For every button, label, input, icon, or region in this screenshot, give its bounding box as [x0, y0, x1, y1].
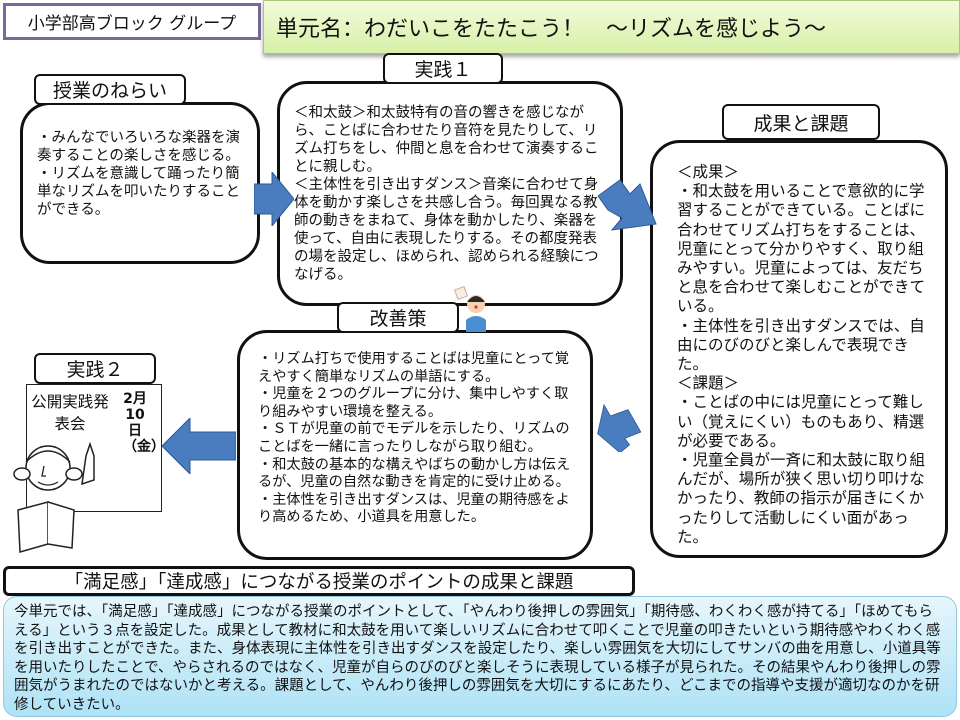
results-line: ＜成果＞	[677, 163, 740, 181]
teacher-illustration-icon	[13, 441, 95, 553]
summary-box: 今単元では、「満足感」「達成感」につながる授業のポイントとして、「やんわり後押し…	[3, 596, 957, 717]
results-line: ・児童全員が一斉に和太鼓に取り組んだが、場所が狭く思い切り叩けなかったり、教師の…	[677, 451, 926, 546]
results-line: ＜課題＞	[677, 374, 740, 393]
improvements-tag: 改善策	[337, 302, 459, 333]
arrow-right-icon	[254, 172, 294, 226]
group-label: 小学部高ブロック グループ	[3, 3, 261, 40]
child-illustration-icon	[454, 286, 486, 332]
summary-text: 今単元では、「満足感」「達成感」につながる授業のポイントとして、「やんわり後押し…	[14, 604, 941, 713]
arrow-left-icon	[162, 418, 236, 474]
summary-title: 「満足感」「達成感」につながる授業のポイントの成果と課題	[3, 566, 635, 596]
practice1-line: ＜和太鼓＞和太鼓特有の音の響きを感じながら、ことばに合わせたり音符を見たりして、…	[294, 105, 599, 175]
improvements-box: ・リズム打ちで使用することばは児童にとって覚えやすく簡単なリズムの単語にする。 …	[237, 330, 593, 560]
results-box: ＜成果＞ ・和太鼓を用いることで意欲的に学習することができている。ことばに合わせ…	[650, 140, 948, 558]
unit-title: 単元名：わだいこをたたこう！ ～リズムを感じよう～	[263, 0, 960, 54]
improvements-line: ・児童を２つのグループに分け、集中しやすく取り組みやすい環境を整える。	[258, 386, 569, 420]
practice1-line: ＜主体性を引き出すダンス＞音楽に合わせて身体を動かす楽しさを共感し合う。毎回異な…	[294, 177, 599, 283]
improvements-line: ・ＳＴが児童の前でモデルを示したり、リズムのことばを一緒に言ったりしながら取り組…	[258, 421, 570, 455]
improvements-line: ・和太鼓の基本的な構えやばちの動かし方は伝えるが、児童の自然な動きを肯定的に受け…	[258, 456, 571, 491]
arrow-down-left-icon	[597, 403, 642, 452]
poster-title: 公開実践発表会	[31, 393, 109, 433]
results-line: ・主体性を引き出すダンスでは、自由にのびのびと楽しんで表現できた。	[677, 316, 925, 374]
results-line: ・和太鼓を用いることで意欲的に学習することができている。ことばに合わせてリズム打…	[677, 182, 926, 316]
improvements-line: ・リズム打ちで使用することばは児童にとって覚えやすく簡単なリズムの単語にする。	[258, 351, 569, 385]
practice1-tag: 実践１	[383, 53, 503, 84]
aim-tag: 授業のねらい	[34, 74, 186, 105]
aim-line: ・みんなでいろいろな楽器を演奏することの楽しさを感じる。	[37, 130, 240, 164]
aim-line: ・リズムを意識して踊ったり簡単なリズムを叩いたりすることができる。	[37, 166, 240, 218]
practice1-box: ＜和太鼓＞和太鼓特有の音の響きを感じながら、ことばに合わせたり音符を見たりして、…	[277, 81, 623, 306]
poster-date: 2月10日（金）	[123, 391, 165, 455]
results-line: ・ことばの中には児童にとって難しい（覚えにくい）ものもあり、精選が必要である。	[677, 393, 925, 450]
results-tag: 成果と課題	[722, 104, 880, 140]
practice2-tag: 実践２	[34, 353, 156, 384]
aim-box: ・みんなでいろいろな楽器を演奏することの楽しさを感じる。 ・リズムを意識して踊っ…	[20, 102, 260, 264]
improvements-line: ・主体性を引き出すダンスは、児童の期待感をより高めるため、小道具を用意した。	[258, 491, 570, 526]
arrow-down-right-icon	[597, 179, 657, 231]
